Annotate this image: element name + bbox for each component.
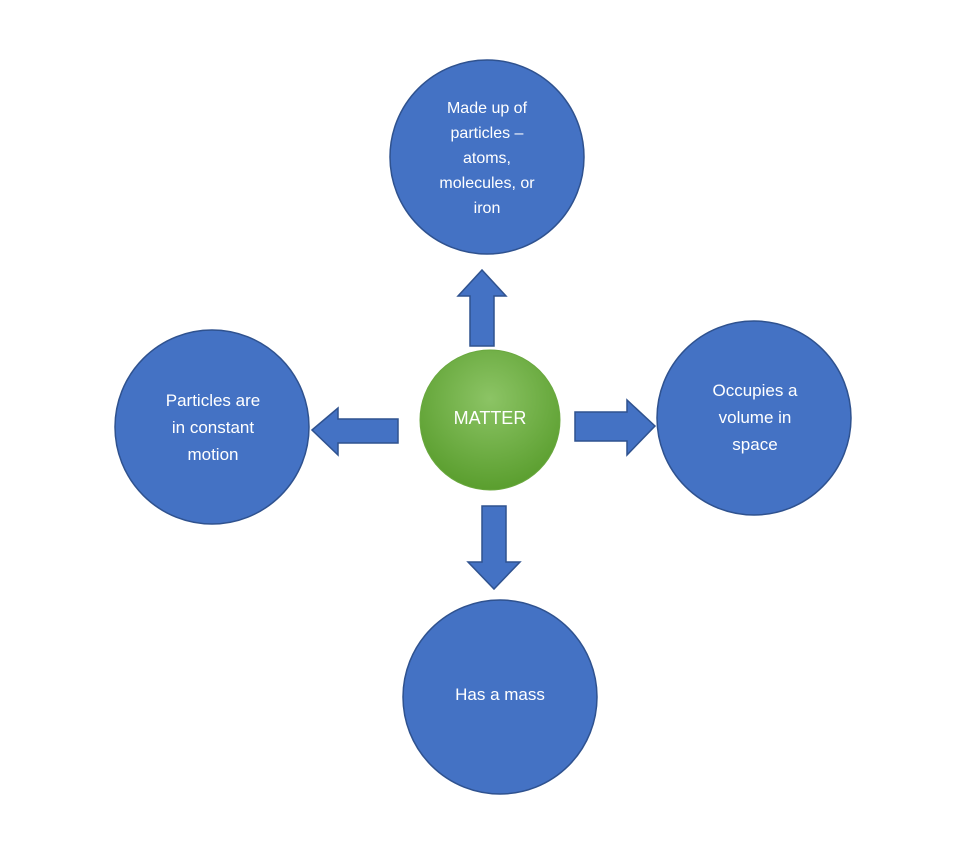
arrow-right [574,398,657,457]
node-label-left: Particles are in constant motion [138,370,288,484]
node-circle-right [656,320,852,516]
node-top-line-4: molecules, or [439,174,535,192]
node-top-line-3: atoms, [462,149,511,167]
node-left-line-3: motion [187,444,239,464]
node-right-line-3: space [732,434,778,454]
node-circle-bottom [402,599,598,795]
node-top-line-2: particles – [450,124,524,142]
center-label-text: MATTER [453,407,527,428]
node-right-line-1: Occupies a [712,380,798,400]
node-top-line-5: iron [473,199,501,217]
node-left-line-1: Particles are [165,390,261,410]
node-top-line-1: Made up of [446,99,528,117]
node-circle-top [389,59,585,255]
center-circle [419,349,561,491]
node-bottom-line-1: Has a mass [455,684,545,704]
center-label: MATTER [420,392,560,444]
node-circle-left [114,329,310,525]
node-label-bottom: Has a mass [420,664,580,724]
node-label-top: Made up of particles – atoms, molecules,… [412,88,562,228]
node-label-right: Occupies a volume in space [680,360,830,474]
node-left-line-2: in constant [171,417,255,437]
arrow-down [466,505,522,591]
arrow-left [310,406,399,457]
arrow-up [456,268,508,347]
node-right-line-2: volume in [718,407,792,427]
